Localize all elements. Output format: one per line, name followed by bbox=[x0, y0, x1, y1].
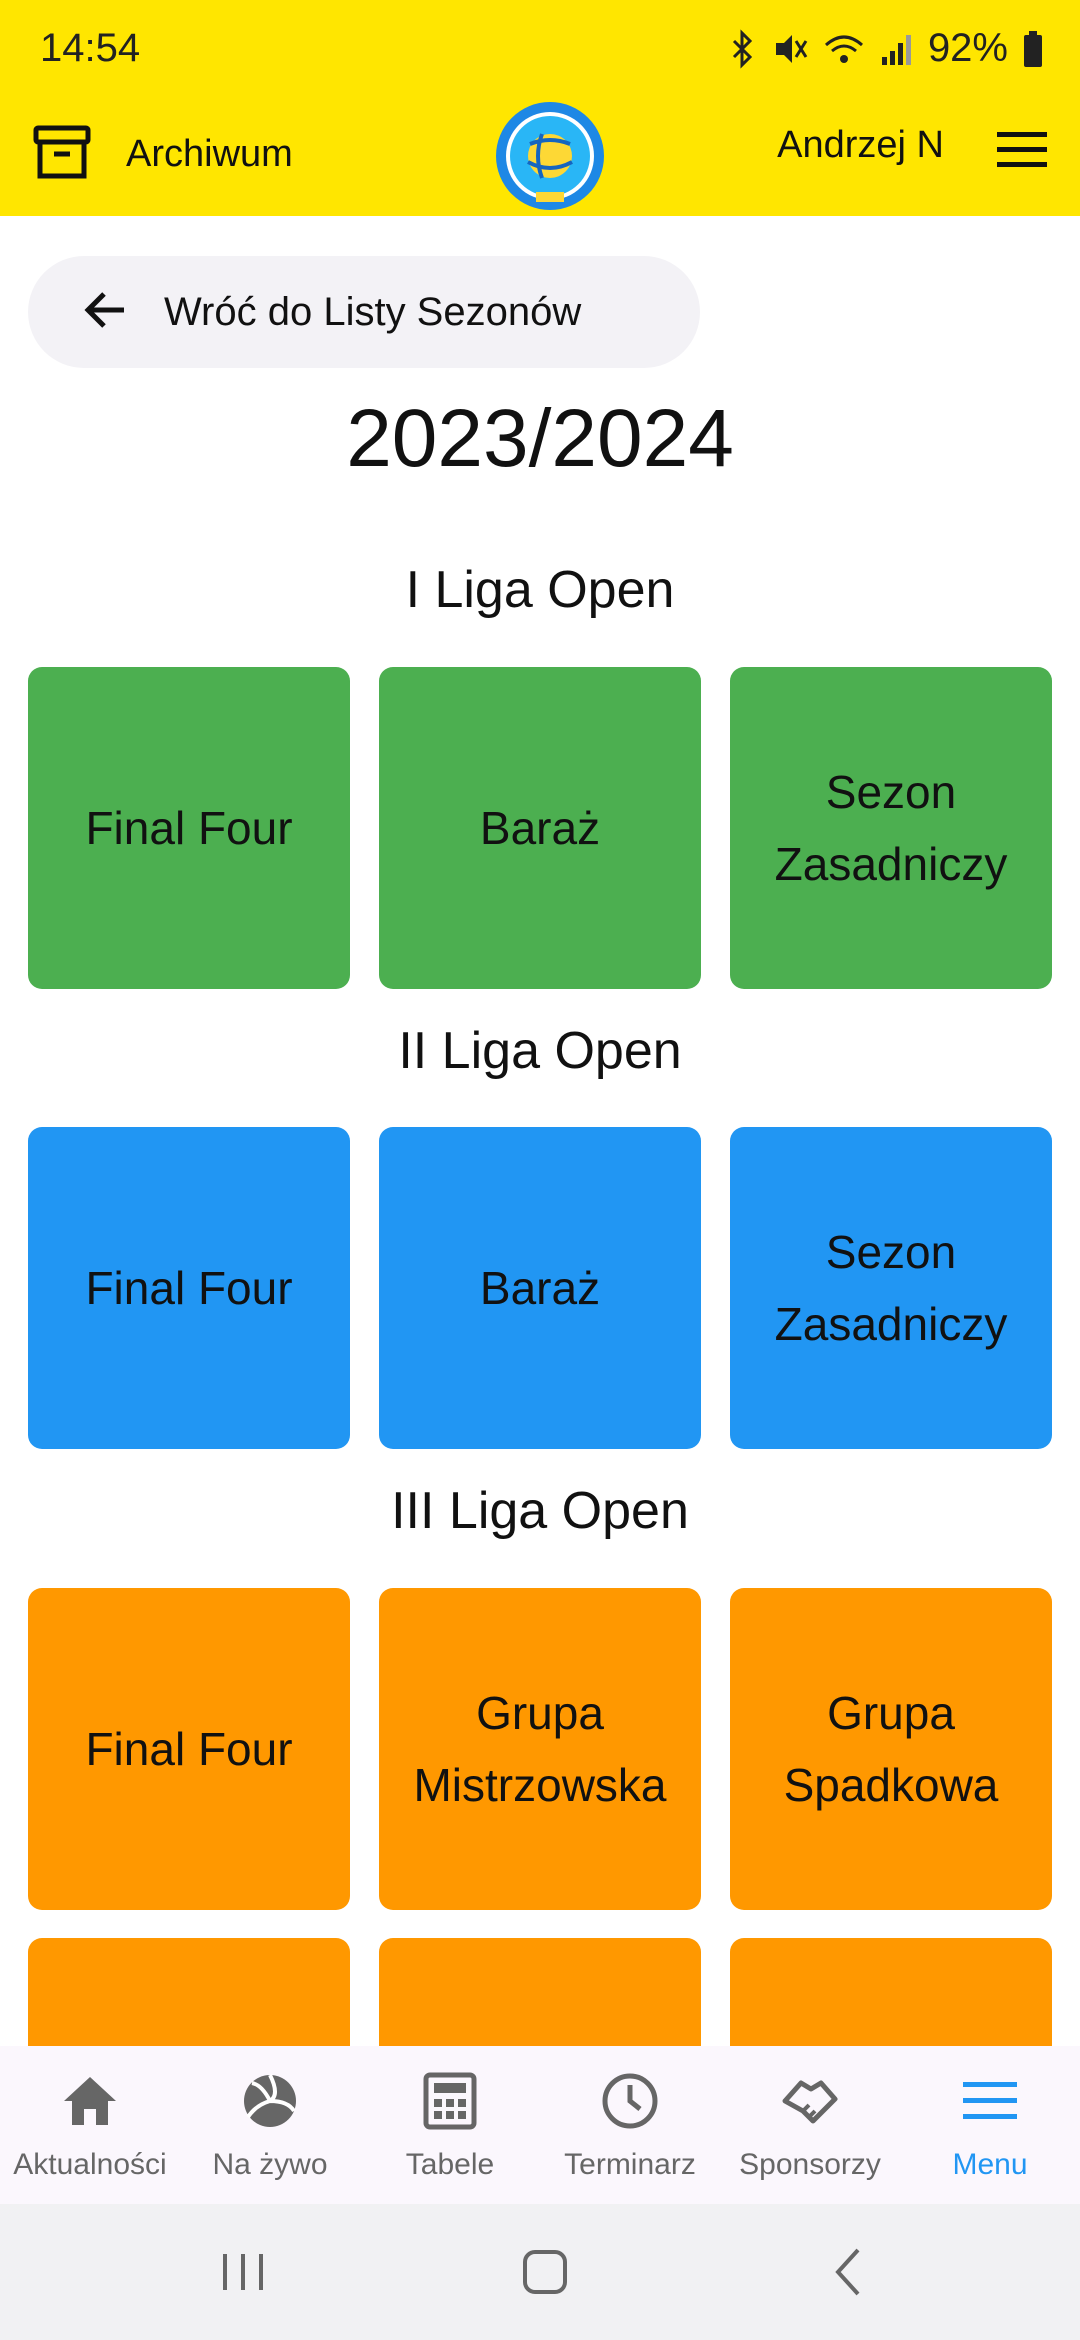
volleyball-icon bbox=[237, 2068, 303, 2134]
nav-label: Aktualności bbox=[13, 2148, 167, 2181]
home-square-icon bbox=[521, 2248, 569, 2301]
status-time: 14:54 bbox=[40, 26, 141, 70]
tile-sezon-zasadniczy[interactable]: Sezon Zasadniczy bbox=[730, 667, 1052, 989]
nav-item-na-zywo[interactable]: Na żywo bbox=[180, 2046, 360, 2204]
tile-grupa-mistrzowska[interactable]: Grupa Mistrzowska bbox=[379, 1588, 701, 1910]
status-bar: 14:54 92% bbox=[0, 0, 1080, 100]
battery-icon bbox=[1022, 29, 1044, 69]
league-logo bbox=[494, 100, 606, 212]
league-title: I Liga Open bbox=[405, 561, 675, 619]
tile-final-four[interactable]: Final Four bbox=[28, 1588, 350, 1910]
league-tiles-row: Final Four Baraż Sezon Zasadniczy bbox=[28, 667, 1052, 989]
tile-final-four[interactable]: Final Four bbox=[28, 667, 350, 989]
nav-label: Tabele bbox=[405, 2148, 495, 2181]
nav-label: Sponsorzy bbox=[739, 2148, 881, 2181]
status-icons: 92% bbox=[728, 26, 1044, 71]
content-area[interactable]: Wróć do Listy Sezonów 2023/2024 I Liga O… bbox=[0, 216, 1080, 2046]
arrow-left-icon bbox=[80, 285, 130, 340]
hamburger-icon bbox=[995, 130, 1049, 175]
league-tiles-row: Final Four Grupa Mistrzowska Grupa Spadk… bbox=[28, 1588, 1052, 1910]
user-name[interactable]: Andrzej N bbox=[777, 124, 944, 166]
tile-partial[interactable] bbox=[28, 1938, 350, 2046]
tile-partial[interactable] bbox=[730, 1938, 1052, 2046]
handshake-icon bbox=[777, 2068, 843, 2134]
app-bar: Archiwum Andrzej N bbox=[0, 100, 1080, 216]
archive-button[interactable]: Archiwum bbox=[30, 112, 293, 196]
nav-label: Menu bbox=[952, 2148, 1028, 2181]
recent-apps-icon bbox=[219, 2250, 267, 2299]
hamburger-menu-button[interactable] bbox=[990, 120, 1054, 184]
mute-icon bbox=[772, 29, 808, 69]
top-bar: 14:54 92% bbox=[0, 0, 1080, 216]
battery-percent: 92% bbox=[927, 26, 1008, 70]
nav-label: Na żywo bbox=[212, 2148, 328, 2181]
system-navigation-bar bbox=[0, 2204, 1080, 2340]
league-title: II Liga Open bbox=[398, 1022, 682, 1080]
back-to-seasons-button[interactable]: Wróć do Listy Sezonów bbox=[28, 256, 700, 368]
nav-label: Terminarz bbox=[564, 2148, 696, 2181]
archive-label: Archiwum bbox=[126, 132, 293, 175]
tile-baraz[interactable]: Baraż bbox=[379, 667, 701, 989]
bottom-navigation: Aktualności Na żywo Tabele Terminarz Spo… bbox=[0, 2046, 1080, 2204]
back-button-label: Wróć do Listy Sezonów bbox=[164, 289, 582, 334]
home-button[interactable] bbox=[505, 2234, 585, 2314]
league-tiles-row: Final Four Baraż Sezon Zasadniczy bbox=[28, 1127, 1052, 1449]
chevron-left-icon bbox=[828, 2246, 868, 2303]
wifi-icon bbox=[822, 29, 866, 69]
league-title: III Liga Open bbox=[391, 1482, 689, 1540]
tile-baraz[interactable]: Baraż bbox=[379, 1127, 701, 1449]
bluetooth-icon bbox=[728, 28, 758, 69]
archive-icon bbox=[30, 120, 94, 189]
nav-item-aktualnosci[interactable]: Aktualności bbox=[0, 2046, 180, 2204]
nav-item-sponsorzy[interactable]: Sponsorzy bbox=[720, 2046, 900, 2204]
tile-sezon-zasadniczy[interactable]: Sezon Zasadniczy bbox=[730, 1127, 1052, 1449]
clock-icon bbox=[597, 2068, 663, 2134]
tile-final-four[interactable]: Final Four bbox=[28, 1127, 350, 1449]
nav-item-menu[interactable]: Menu bbox=[900, 2046, 1080, 2204]
tile-grupa-spadkowa[interactable]: Grupa Spadkowa bbox=[730, 1588, 1052, 1910]
recent-apps-button[interactable] bbox=[203, 2234, 283, 2314]
season-title: 2023/2024 bbox=[346, 393, 734, 484]
calculator-icon bbox=[417, 2068, 483, 2134]
menu-icon bbox=[957, 2068, 1023, 2134]
back-button[interactable] bbox=[808, 2234, 888, 2314]
league-tiles-row-partial bbox=[28, 1938, 1052, 2046]
signal-icon bbox=[880, 29, 914, 69]
nav-item-terminarz[interactable]: Terminarz bbox=[540, 2046, 720, 2204]
nav-item-tabele[interactable]: Tabele bbox=[360, 2046, 540, 2204]
tile-partial[interactable] bbox=[379, 1938, 701, 2046]
home-icon bbox=[57, 2068, 123, 2134]
